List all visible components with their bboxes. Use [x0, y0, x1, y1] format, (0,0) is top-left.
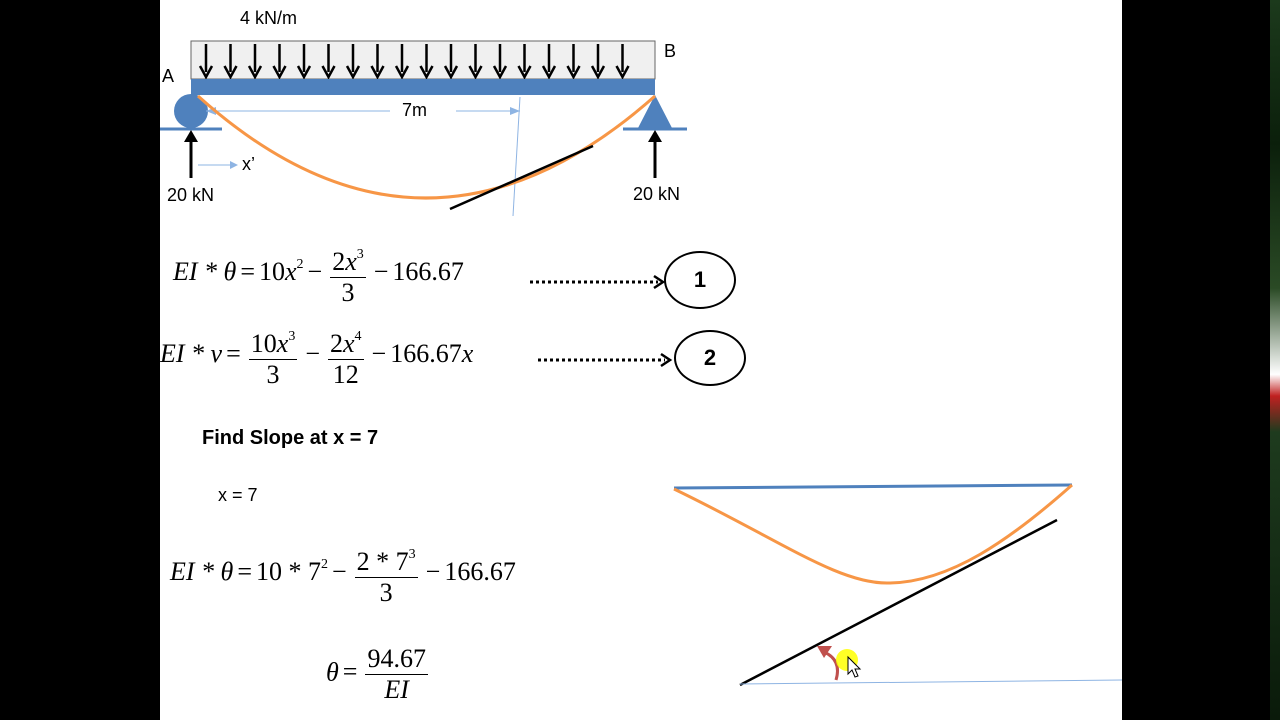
deflection-curve — [196, 94, 656, 200]
diagram-layer — [160, 40, 1122, 687]
load-arrow-head — [443, 65, 459, 80]
x-axis-label: x’ — [242, 154, 255, 174]
support-a-label: A — [162, 66, 175, 86]
load-arrow-head — [321, 65, 336, 80]
angle-arc-arrow — [823, 650, 839, 681]
span-label: 7m — [402, 100, 428, 120]
tangent-line — [449, 144, 594, 211]
load-arrow-head — [492, 65, 508, 80]
zoomed-tangent-line — [739, 518, 1058, 687]
load-arrows — [198, 44, 630, 80]
load-arrow-head — [394, 65, 410, 80]
load-arrow-head — [247, 65, 263, 80]
load-arrow-head — [566, 65, 581, 80]
zoomed-beam — [673, 483, 1073, 490]
eq2-lhs: EI * ν — [160, 338, 223, 368]
horizontal-reference-line — [739, 679, 1122, 685]
load-arrow-head — [272, 65, 287, 80]
load-arrow-head — [590, 65, 606, 80]
equation-2-marker: 2 — [674, 330, 746, 386]
load-arrow-head — [198, 65, 214, 80]
distributed-load-block — [190, 40, 656, 80]
load-label: 4 kN/m — [240, 8, 298, 28]
load-arrow-head — [419, 65, 434, 80]
load-arrow-head — [223, 65, 238, 80]
eq1-lhs: EI * θ — [173, 256, 237, 286]
load-arrow-head — [468, 65, 483, 80]
slide: 4 kN/m A B 7m x’ 20 kN 20 kN EI * θ=10x2… — [160, 0, 1122, 720]
load-arrow-head — [517, 65, 532, 80]
x-position-marker — [512, 96, 521, 217]
load-arrow-head — [615, 65, 630, 80]
mouse-cursor-icon — [847, 655, 862, 678]
pin-support — [638, 95, 672, 128]
reaction-left-label: 20 kN — [167, 185, 215, 205]
reaction-right-label: 20 kN — [633, 184, 681, 204]
load-arrow-head — [541, 65, 557, 80]
eq3-lhs: EI * θ — [170, 556, 234, 586]
beam — [191, 79, 655, 95]
background-window-edge — [1270, 0, 1280, 720]
zoomed-deflection-curve — [673, 483, 1073, 585]
task-heading: Find Slope at x = 7 — [202, 427, 379, 449]
given-value: x = 7 — [218, 485, 258, 505]
load-arrow-head — [370, 65, 385, 80]
support-b-label: B — [664, 41, 677, 61]
roller-support — [174, 94, 208, 128]
equation-1-marker: 1 — [664, 251, 736, 309]
load-arrow-head — [345, 65, 361, 80]
load-arrow-head — [296, 65, 312, 80]
